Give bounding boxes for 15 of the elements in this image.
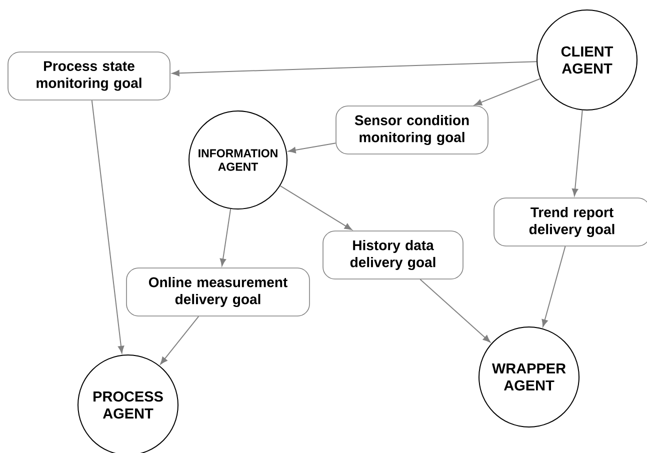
goal-box: History data delivery goal (322, 230, 464, 280)
arrow (474, 78, 541, 106)
arrow (220, 208, 232, 266)
arrow (280, 185, 352, 230)
arrow (542, 246, 566, 327)
arrow (572, 110, 583, 196)
arrow (91, 100, 124, 354)
arrow (420, 278, 490, 342)
goal-box: Sensor condition monitoring goal (336, 106, 488, 154)
goal-box: Trend report delivery goal (494, 198, 647, 246)
goal-box: Online measurement delivery goal (126, 268, 310, 316)
goal-box: Process state monitoring goal (8, 52, 170, 100)
arrow (172, 61, 538, 76)
arrow (160, 316, 200, 364)
arrow (288, 142, 336, 154)
